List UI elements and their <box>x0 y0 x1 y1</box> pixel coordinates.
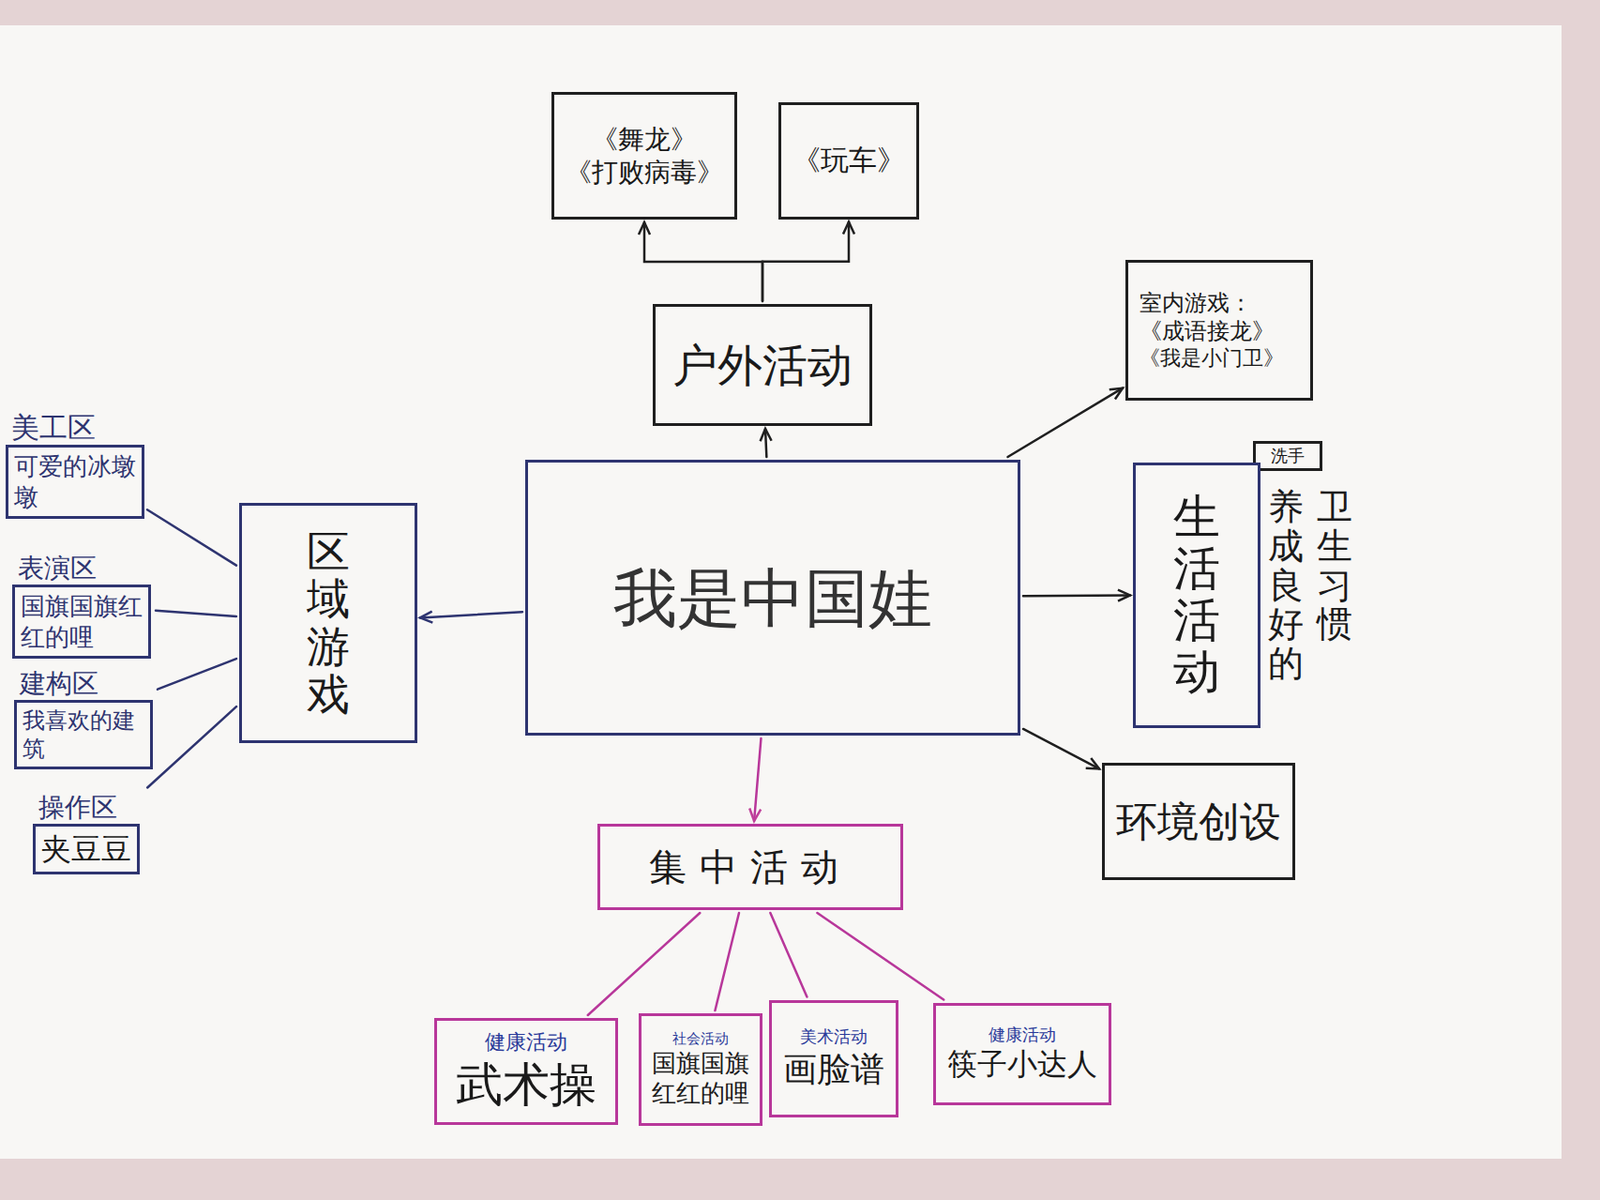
connector <box>769 912 807 997</box>
box-label: 区域游戏 <box>306 528 350 718</box>
connector <box>1023 593 1131 597</box>
lesson-box: 社会活动国旗国旗红红的哩 <box>638 1012 763 1126</box>
box-label: 洗手 <box>1270 445 1305 468</box>
activity-box: 《玩车》 <box>778 102 920 220</box>
connectors <box>147 222 1131 1016</box>
connector <box>714 912 740 1011</box>
box-label: 《打败病毒》 <box>565 155 724 189</box>
area-box: 表演区国旗国旗红红的哩 <box>12 551 153 659</box>
area-activity: 夹豆豆 <box>32 823 140 875</box>
lesson-title: 筷子小达人 <box>947 1044 1098 1083</box>
area-activity: 可爱的冰墩墩 <box>5 444 145 519</box>
theme-box: 我是中国娃 <box>525 459 1021 736</box>
area-activity: 我喜欢的建筑 <box>14 699 153 770</box>
connector <box>754 738 761 821</box>
connector <box>816 912 944 1000</box>
category-box: 集中活动 <box>597 823 904 910</box>
connector <box>1023 728 1100 769</box>
subject-heading: 美术活动 <box>800 1026 868 1048</box>
subject-heading: 健康活动 <box>988 1024 1057 1046</box>
connector <box>157 658 237 690</box>
box-label: 《成语接龙》 <box>1139 316 1275 346</box>
activity-box: 《舞龙》《打败病毒》 <box>551 91 738 220</box>
connector <box>644 222 763 302</box>
lesson-box: 健康活动筷子小达人 <box>933 1002 1112 1105</box>
area-heading: 美工区 <box>11 409 96 446</box>
connector <box>762 222 849 302</box>
category-box: 户外活动 <box>652 303 873 426</box>
subject-heading: 健康活动 <box>484 1028 568 1056</box>
area-box: 操作区夹豆豆 <box>32 790 165 875</box>
connector <box>1008 388 1123 457</box>
connector <box>420 611 523 618</box>
category-box: 区域游戏 <box>239 502 418 743</box>
box-label: 集中活动 <box>649 843 852 891</box>
area-box: 建构区我喜欢的建筑 <box>14 666 155 770</box>
area-heading: 表演区 <box>17 551 97 585</box>
connector <box>765 428 767 457</box>
area-heading: 建构区 <box>19 666 99 700</box>
connector <box>155 610 237 617</box>
area-activity: 国旗国旗红红的哩 <box>12 584 151 659</box>
note-text: 养成良好的 <box>1267 487 1304 684</box>
box-label: 《玩车》 <box>792 142 906 179</box>
lesson-title: 画脸谱 <box>783 1047 885 1090</box>
lesson-title: 国旗国旗红红的哩 <box>649 1047 753 1109</box>
category-box: 环境创设 <box>1101 762 1296 880</box>
note-text: 卫生习惯 <box>1316 487 1353 645</box>
connector <box>147 706 237 787</box>
box-label: 生活活动 <box>1173 491 1221 698</box>
note-box: 洗手 <box>1252 440 1323 472</box>
lesson-box: 美术活动画脸谱 <box>769 999 899 1117</box>
box-label: 户外活动 <box>672 336 853 393</box>
box-label: 室内游戏： <box>1139 288 1253 317</box>
lesson-box: 健康活动武术操 <box>434 1017 619 1125</box>
subject-heading: 社会活动 <box>672 1029 729 1048</box>
paper-sheet <box>0 25 1562 1159</box>
box-label: 环境创设 <box>1116 795 1282 847</box>
box-label: 《舞龙》 <box>591 122 697 156</box>
category-box: 生活活动 <box>1132 462 1261 728</box>
area-box: 美工区可爱的冰墩墩 <box>5 409 145 520</box>
box-label: 我是中国娃 <box>613 558 933 638</box>
area-heading: 操作区 <box>38 790 118 824</box>
lesson-title: 武术操 <box>455 1055 597 1115</box>
activity-box: 室内游戏：《成语接龙》《我是小门卫》 <box>1125 259 1314 401</box>
connector <box>147 509 237 565</box>
box-label: 《我是小门卫》 <box>1139 345 1284 372</box>
connector <box>588 912 701 1015</box>
